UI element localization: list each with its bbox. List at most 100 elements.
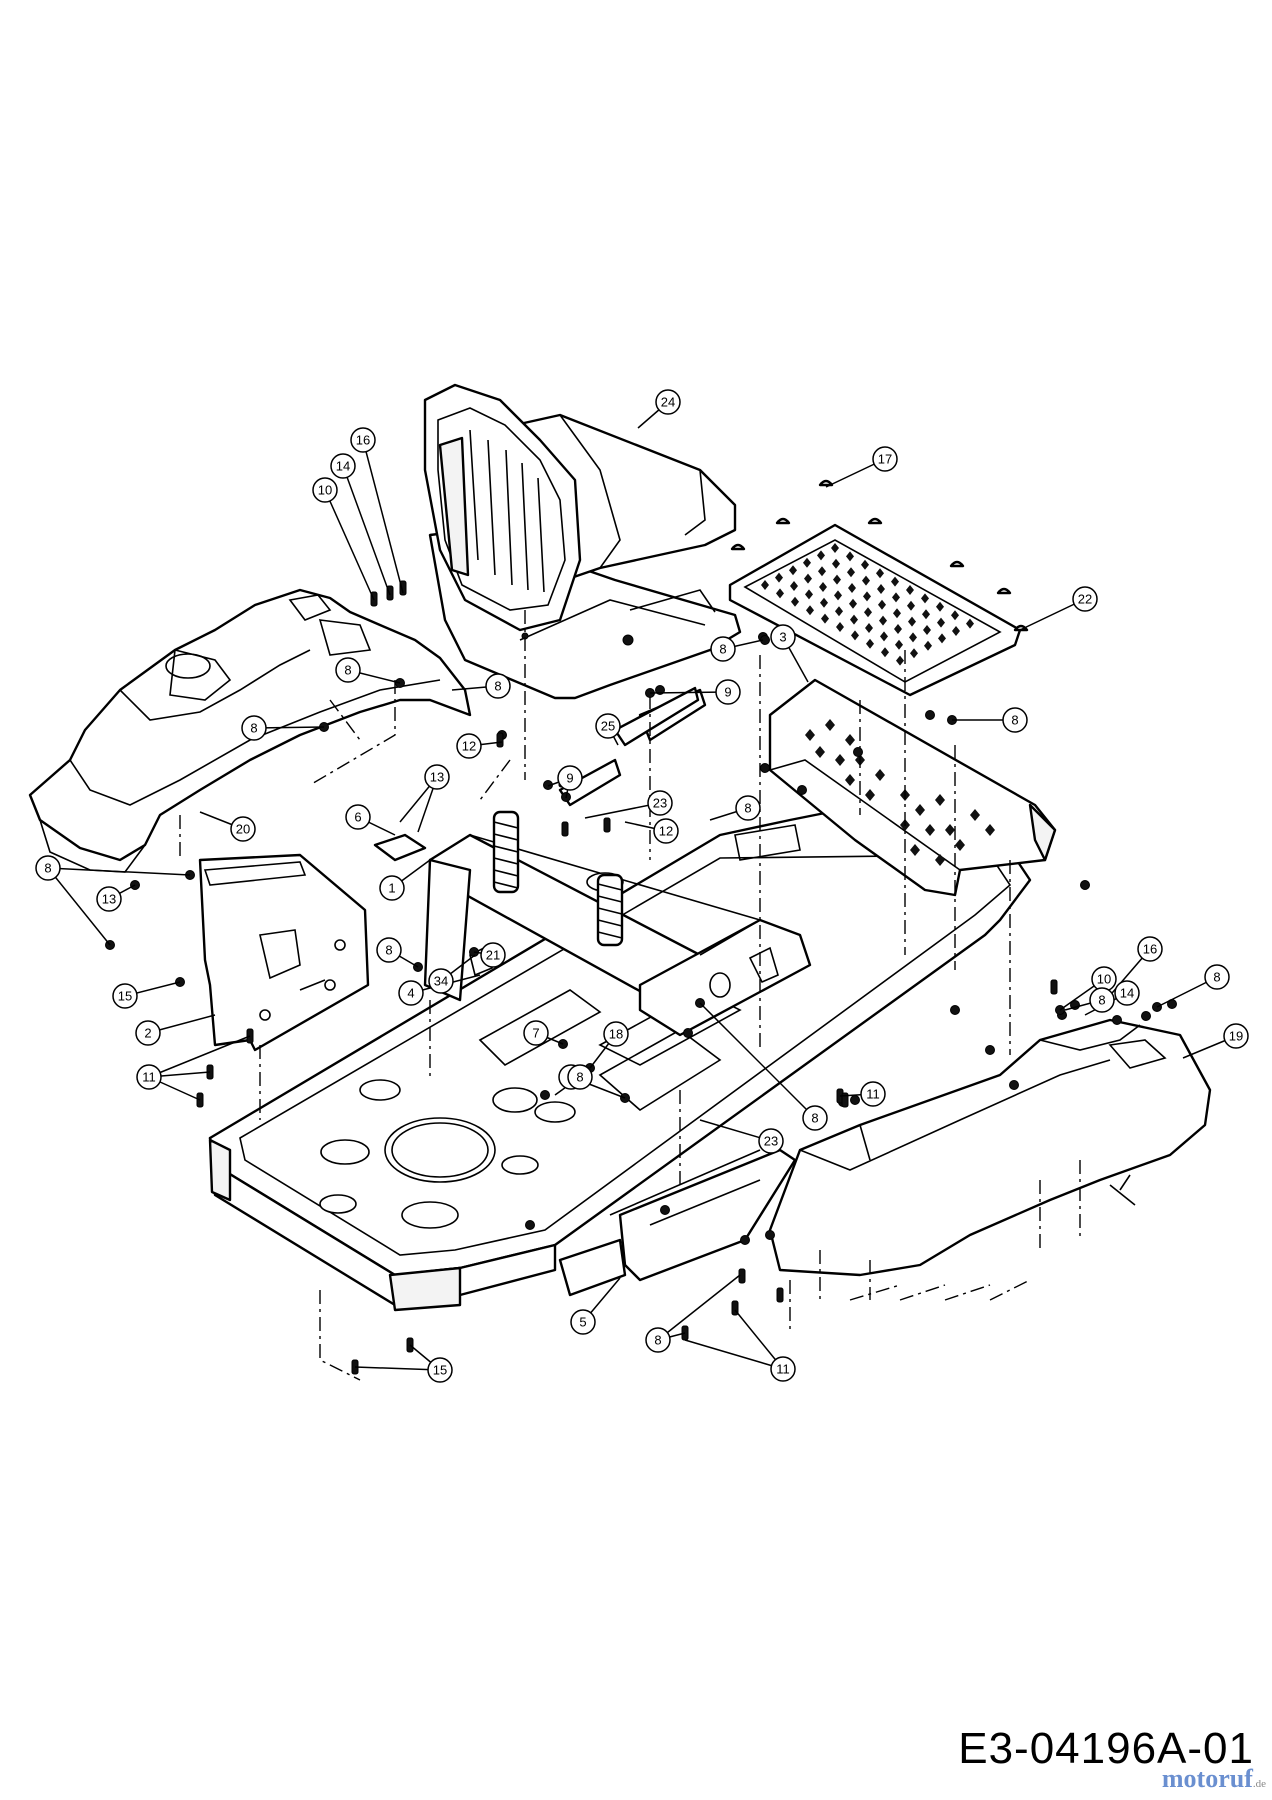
callout-leader-pin-left-top <box>362 439 404 594</box>
mat-diamond <box>831 543 839 553</box>
callout-label-nut-frame-left: 8 <box>44 861 51 876</box>
callout-label-screw-left-panel-bottom: 11 <box>142 1070 156 1085</box>
callout-circle-nut-right-fender <box>1089 987 1115 1013</box>
mat-diamond <box>966 618 974 629</box>
callout-leader-screw-rear-bracket <box>684 1339 784 1370</box>
mat-diamond <box>924 640 932 651</box>
left-panel-part <box>198 853 370 1052</box>
callout-circle-latch <box>523 1020 549 1046</box>
seat-bracket-part <box>558 686 707 807</box>
callout-circle-left-fender <box>230 816 256 842</box>
mat-diamond <box>849 598 857 609</box>
callout-label-floor-mat: 22 <box>1078 592 1092 607</box>
callout-circle-spring <box>480 942 506 968</box>
floor-mat-diamonds <box>761 543 974 666</box>
callout-label-screw-rear-bracket: 11 <box>776 1362 790 1377</box>
callout-circle-nut-rear-right <box>802 1105 828 1131</box>
callout-label-screw-left-panel: 13 <box>102 892 116 907</box>
callout-label-pin-left-top: 16 <box>356 433 370 448</box>
callout-label-left-panel: 2 <box>144 1026 151 1041</box>
footplate-diamond <box>845 774 855 786</box>
callout-label-floor-mat-button: 17 <box>878 452 892 467</box>
footplate-part <box>768 678 1057 897</box>
callout-leader-nut-frame-left <box>47 867 191 876</box>
mat-diamond <box>861 559 869 570</box>
mat-diamond <box>877 584 885 594</box>
mat-diamond <box>804 573 812 584</box>
callout-label-clip-right: 14 <box>1120 986 1134 1001</box>
mat-diamond <box>819 582 827 592</box>
mat-diamond <box>835 606 843 617</box>
mat-diamond <box>847 567 855 578</box>
nut <box>540 1090 550 1100</box>
mat-diamond <box>921 593 929 604</box>
nut <box>853 747 863 757</box>
mat-diamond <box>865 623 873 633</box>
mat-diamond <box>818 566 826 577</box>
callout-circle-floor-mat-button <box>872 446 898 472</box>
callout-circle-screw-rear-bracket <box>770 1356 796 1382</box>
callout-circle-nut-seat-support <box>376 937 402 963</box>
mat-diamond <box>851 630 859 641</box>
mat-diamond <box>909 632 917 643</box>
seat-part <box>423 383 742 700</box>
callout-circle-seat-bracket <box>595 713 621 739</box>
callout-label-footplate: 3 <box>779 630 786 645</box>
callout-leader-nut-rear-bracket <box>657 1274 741 1341</box>
mat-diamond <box>936 601 944 612</box>
footplate-diamond <box>825 719 835 731</box>
callout-circle-footplate <box>770 624 796 650</box>
watermark-text: motoruf <box>1161 1764 1253 1793</box>
bolt <box>603 817 611 833</box>
callout-circle-nut-frame-center <box>567 1064 593 1090</box>
mat-diamond <box>832 558 840 569</box>
mat-diamond <box>806 605 814 616</box>
mat-diamond <box>923 625 931 635</box>
mat-diamond <box>952 626 960 636</box>
footplate-diamond <box>845 734 855 746</box>
callout-label-left-fender: 20 <box>236 822 250 837</box>
callout-label-nut-fender-top: 8 <box>344 663 351 678</box>
mat-diamond <box>836 622 844 632</box>
footplate-diamond <box>875 769 885 781</box>
callout-circle-right-fender <box>1223 1023 1249 1049</box>
footplate-diamond <box>910 844 920 856</box>
bolt <box>561 821 569 837</box>
mat-diamond <box>821 613 829 624</box>
callout-label-nut-fender-right: 8 <box>494 679 501 694</box>
footplate-diamond <box>925 824 935 836</box>
callout-leader-bolt-left-top <box>324 489 375 601</box>
footplate-diamond <box>865 789 875 801</box>
callout-circle-spacer-bottom <box>758 1128 784 1154</box>
callout-label-nut-bracket-right: 9 <box>724 685 731 700</box>
mat-diamond <box>803 557 811 568</box>
callout-circle-clip-left-top <box>330 453 356 479</box>
mat-diamond <box>817 550 825 561</box>
spring-left <box>492 810 520 894</box>
watermark-suffix: .de <box>1252 1778 1266 1790</box>
callout-circle-bracket-small <box>345 804 371 830</box>
callout-label-bushing: 18 <box>609 1027 623 1042</box>
callout-circle-seat <box>655 389 681 415</box>
callout-leader-nut-rear-right <box>699 1002 816 1119</box>
bolt <box>776 1287 784 1303</box>
floor-mat-part <box>728 523 1022 697</box>
footplate-diamond <box>805 729 815 741</box>
callout-label-pin-right: 16 <box>1143 942 1157 957</box>
callout-label-seat-bracket: 25 <box>601 719 615 734</box>
mat-diamond <box>863 591 871 602</box>
mat-button <box>949 560 965 568</box>
footplate-diamond <box>815 746 825 758</box>
callout-label-latch: 7 <box>532 1026 539 1041</box>
callout-label-nut-rear-right: 8 <box>811 1111 818 1126</box>
footplate-diamond <box>935 854 945 866</box>
mat-diamond <box>938 633 946 644</box>
mat-diamond <box>848 583 856 593</box>
callout-label-nut-frame-mid: 8 <box>744 801 751 816</box>
callout-label-bracket-small: 6 <box>354 810 361 825</box>
callout-label-spring: 21 <box>486 948 500 963</box>
callout-circle-bolt-left-top <box>312 477 338 503</box>
mat-diamond <box>910 648 918 659</box>
mat-diamond <box>893 608 901 619</box>
mat-diamond <box>908 616 916 627</box>
